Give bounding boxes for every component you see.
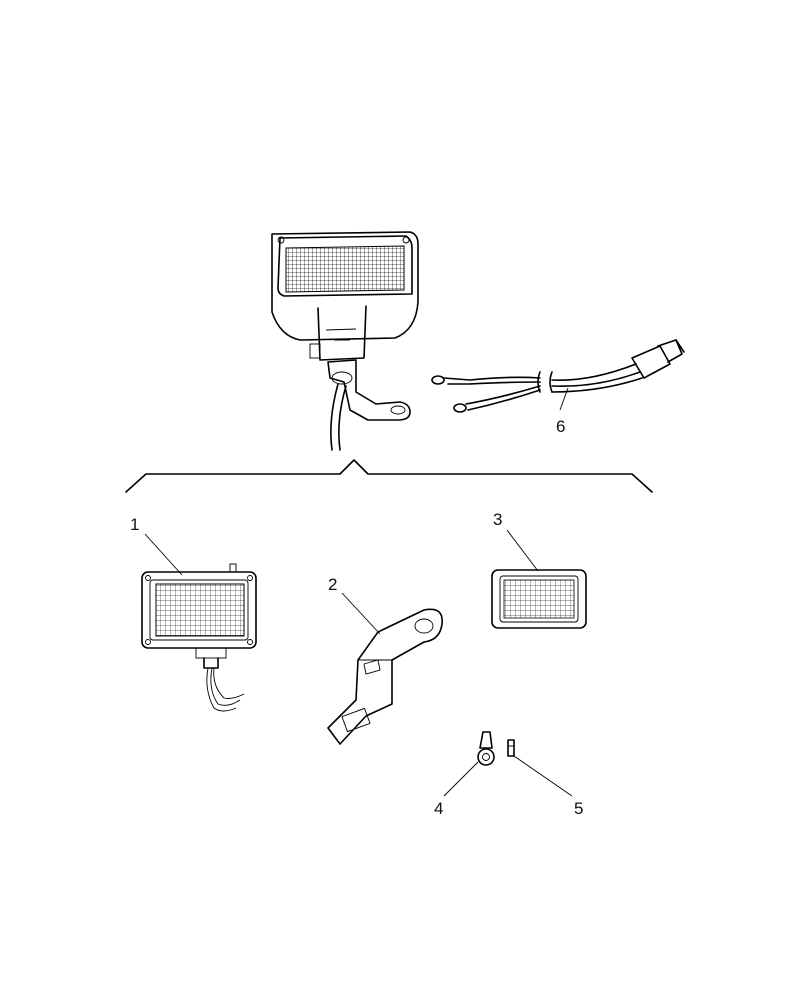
work-lamp-assembly-icon [141,563,257,712]
callout-4: 4 [434,799,443,818]
callout-3: 3 [493,510,502,529]
assembled-work-lamp-icon [271,231,419,451]
mounting-bracket-icon [327,608,443,745]
callout-5: 5 [574,799,583,818]
callout-2: 2 [328,575,337,594]
callout-1: 1 [130,515,139,534]
lamp-lens-icon [491,569,587,629]
leader-lines [144,387,573,797]
wiring-harness-icon [431,339,685,413]
callout-6: 6 [556,417,565,436]
assembly-brace [125,459,653,493]
ring-terminal-icon [477,731,495,766]
butt-connector-icon [507,739,515,757]
